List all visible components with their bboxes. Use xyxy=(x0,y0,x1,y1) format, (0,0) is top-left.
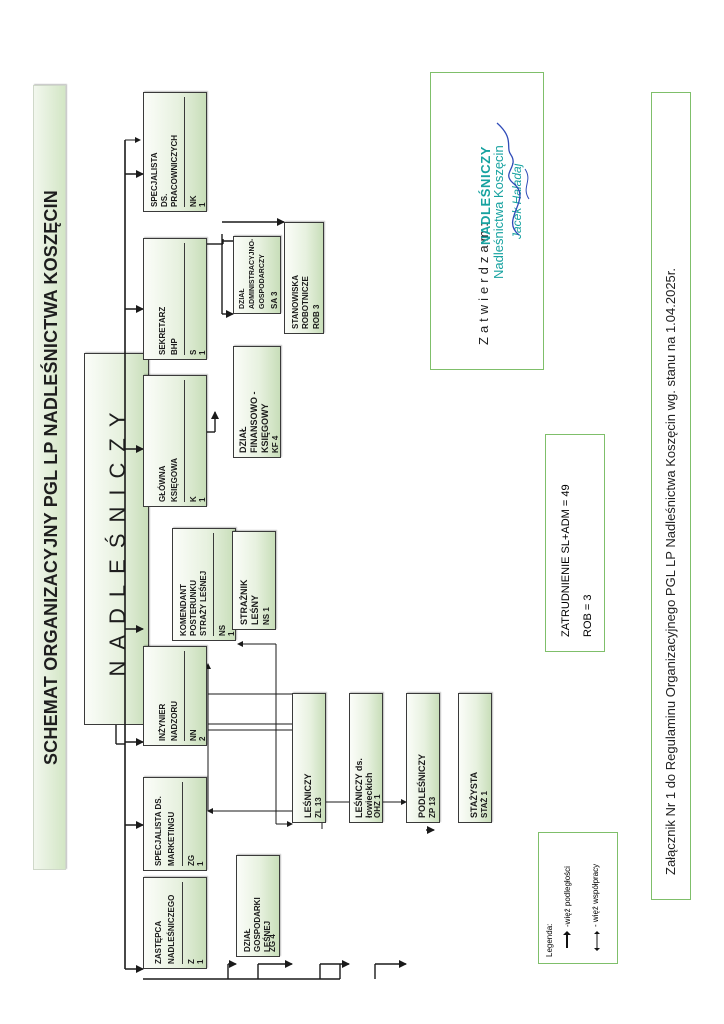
box-podlesniczy: PODLEŚNICZY ZP 13 xyxy=(406,693,440,823)
annex-text: Załącznik Nr 1 do Regulaminu Organizacyj… xyxy=(663,267,678,875)
box-stazysta: STAŻYSTA STAŻ 1 xyxy=(458,693,492,823)
box-straznik-lesny: STRAŻNIK LEŚNY NS 1 xyxy=(232,531,276,630)
legend-subordination: -więź podległości xyxy=(563,866,572,927)
box-sekretarz-bhp: SEKRETARZ BHP S 1 xyxy=(143,238,207,360)
legend-box: Legenda: -więź podległości - więź współp… xyxy=(538,832,618,964)
legend-cooperation: - więź współpracy xyxy=(591,863,600,927)
box-lesniczy-lowieckich: LEŚNICZY ds. łowieckich OHZ 1 xyxy=(349,693,383,823)
box-inzynier-nadzoru: INŻYNIER NADZORU NN 2 xyxy=(143,646,207,746)
box-specjalista-pracowniczy: SPECJALISTA DS. PRACOWNICZYCH NK 1 xyxy=(143,92,207,212)
approval-box: Zatwierdzam: NADLEŚNICZY Nadleśnictwa Ko… xyxy=(430,72,544,370)
signature-icon xyxy=(496,122,530,236)
box-dzial-administracyjno-gospodarczy: DZIAŁ ADMINISTRACYJNO- GOSPODARCZY SA 3 xyxy=(233,236,281,314)
annex-box: Załącznik Nr 1 do Regulaminu Organizacyj… xyxy=(651,92,691,900)
box-specjalista-marketingu: SPECJALISTA DS. MARKETINGU ZG 1 xyxy=(143,777,207,871)
box-lesniczy: LEŚNICZY ZL 13 xyxy=(292,693,326,823)
legend-title: Legenda: xyxy=(545,923,554,957)
box-zastepca-nadlesniczego: ZASTĘPCA NADLEŚNICZEGO Z 1 xyxy=(143,877,207,969)
employment-total: ZATRUDNIENIE SL+ADM = 49 xyxy=(560,484,572,637)
box-stanowiska-robotnicze: STANOWISKA ROBOTNICZE ROB 3 xyxy=(284,222,324,334)
box-glowna-ksiegowa: GŁÓWNA KSIĘGOWA K 1 xyxy=(143,375,207,507)
employment-rob: ROB = 3 xyxy=(582,594,594,638)
employment-box: ZATRUDNIENIE SL+ADM = 49 ROB = 3 xyxy=(545,434,605,652)
box-komendant-posterunku: KOMENDANT POSTERUNKU STRAŻY LEŚNEJ NS 1 xyxy=(172,528,236,641)
box-dzial-gospodarki: DZIAŁ GOSPODARKI LEŚNEJ ZG 4 xyxy=(236,855,280,957)
legend-arrows-icon xyxy=(563,931,600,951)
box-dzial-finansowo-ksiegowy: DZIAŁ FINANSOWO - KSIĘGOWY KF 4 xyxy=(233,346,281,458)
